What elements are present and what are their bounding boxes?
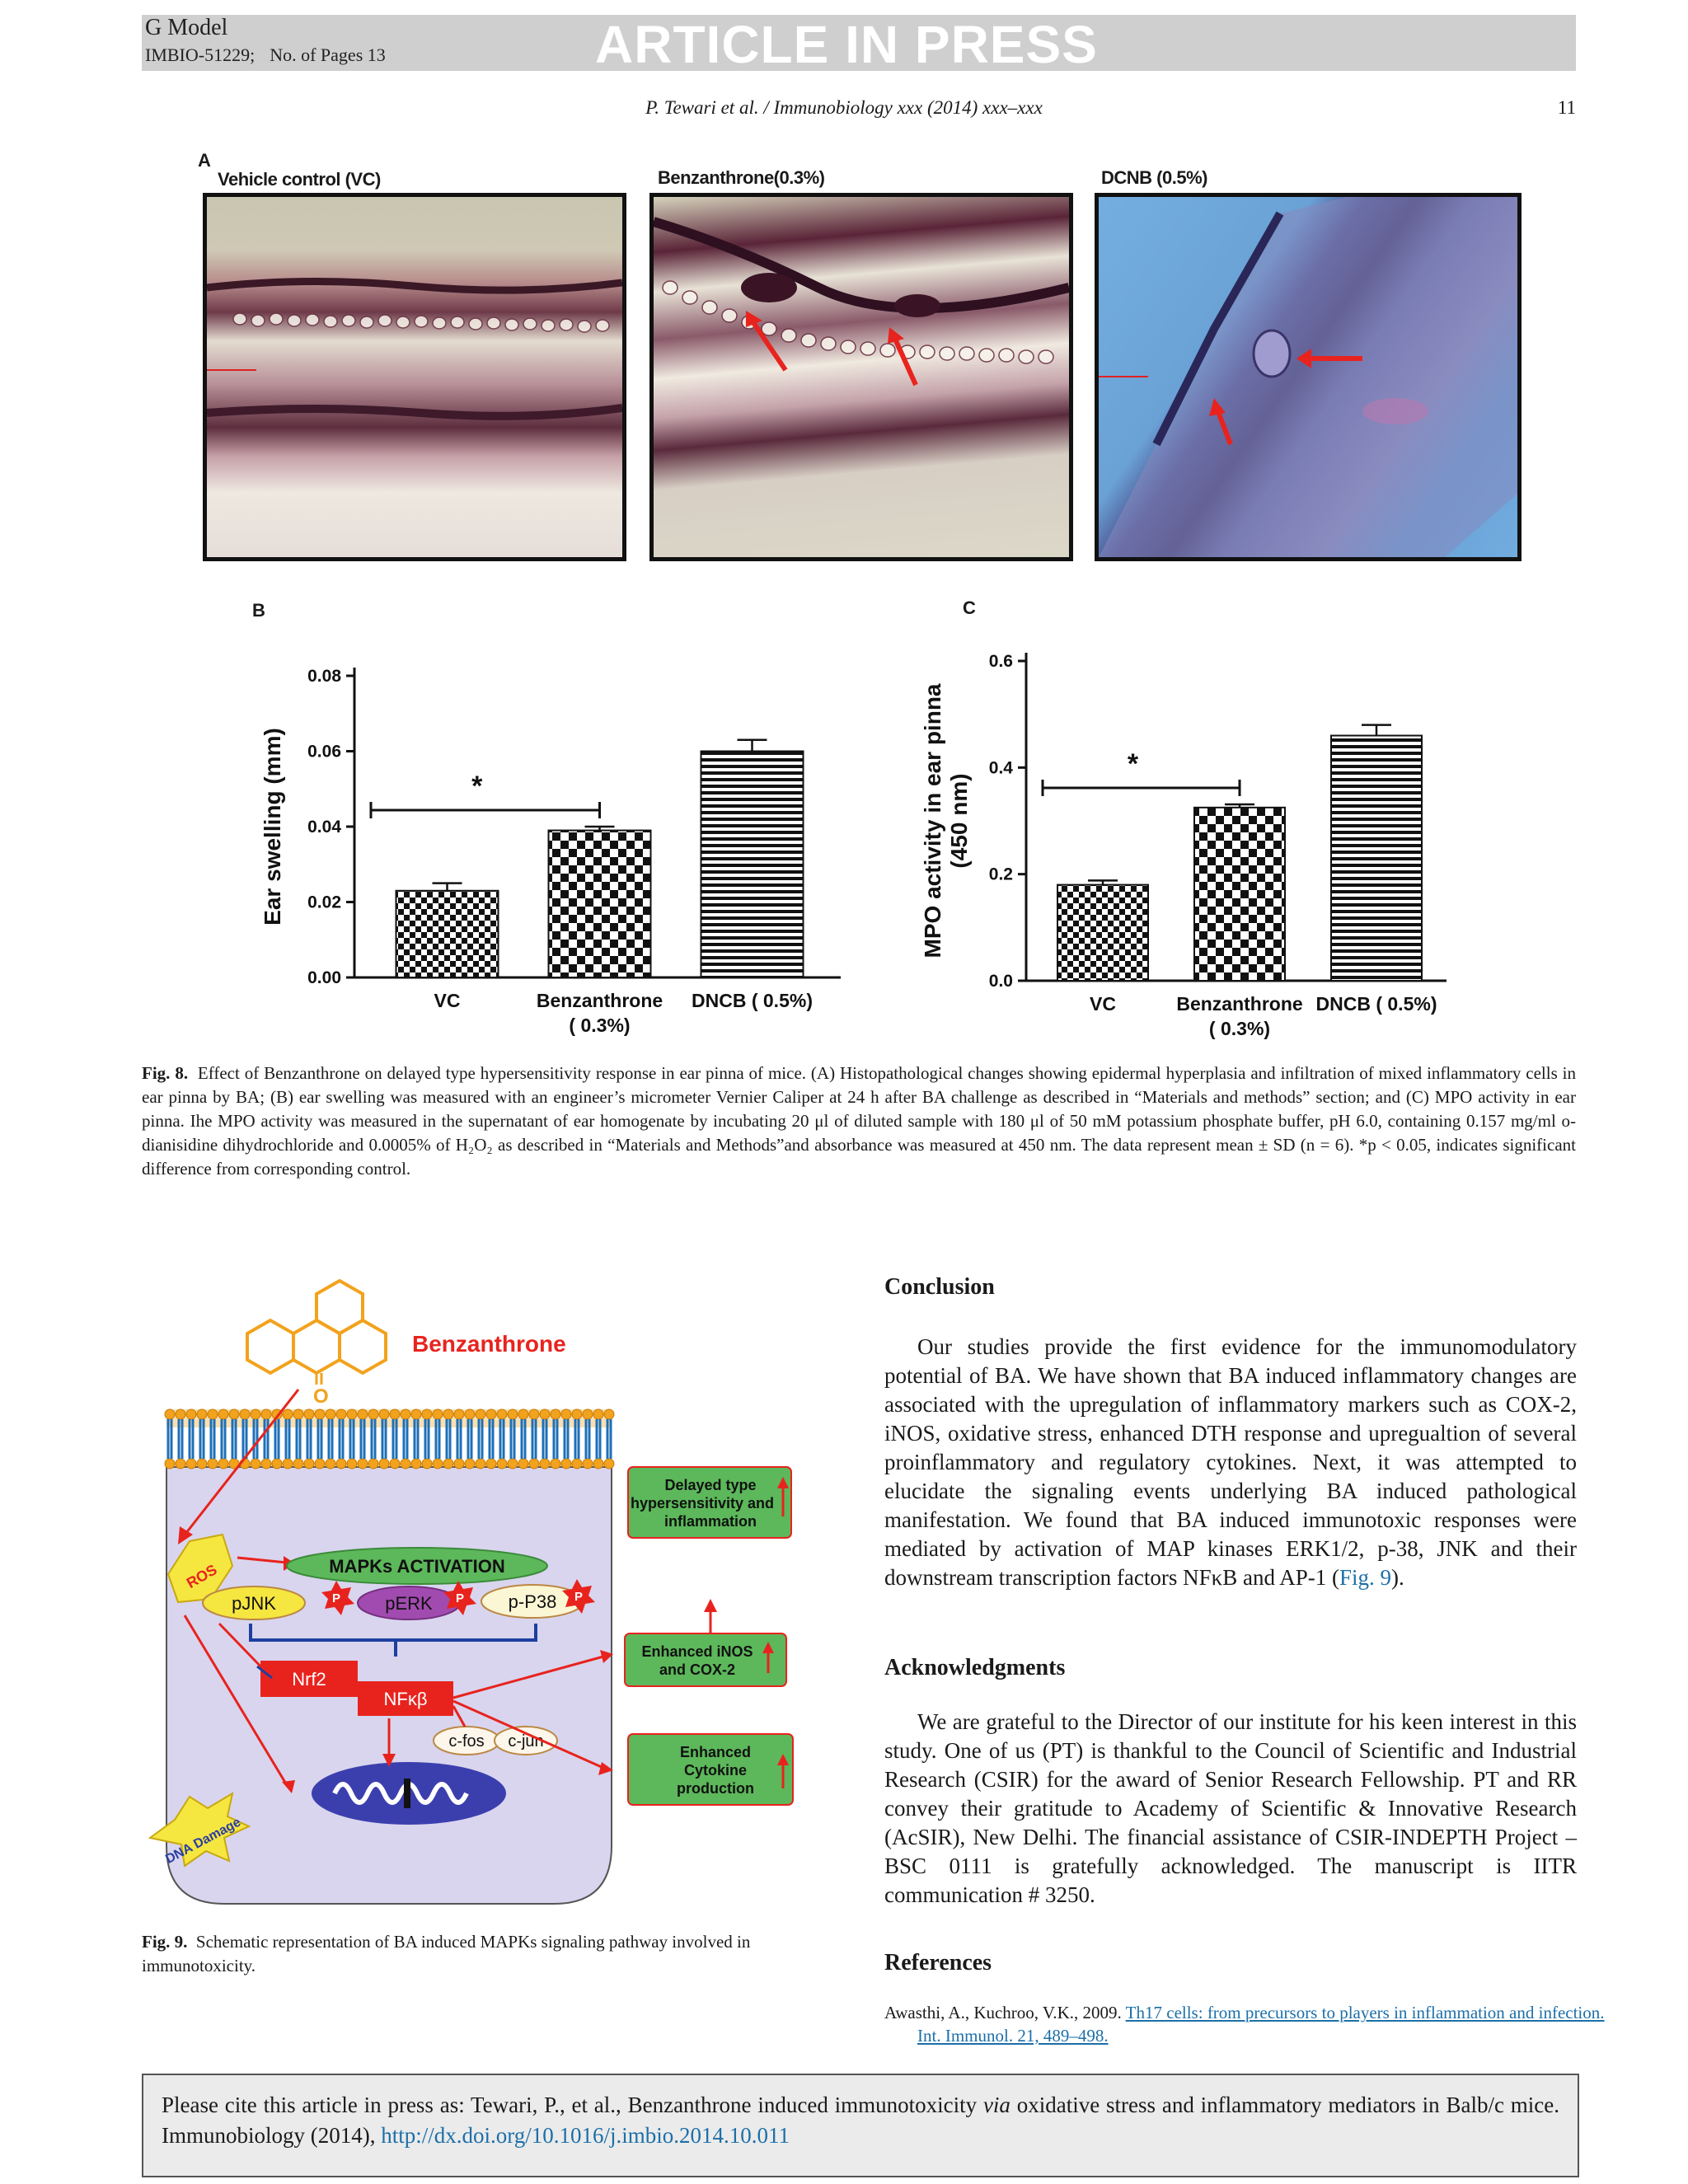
micrograph-dncb — [1095, 193, 1522, 561]
panel-b-letter: B — [252, 600, 265, 621]
bar-2 — [547, 829, 652, 978]
y-tick-label: 0.00 — [307, 968, 341, 987]
phospho-pjnk: P — [332, 1591, 340, 1605]
fig9-link[interactable]: Fig. 9 — [1339, 1565, 1392, 1590]
fig9-caption-label: Fig. 9. — [142, 1932, 188, 1952]
article-in-press-banner: ARTICLE IN PRESS — [595, 15, 1098, 74]
micrograph-benzanthrone — [649, 193, 1073, 561]
mapk-activation-label: MAPKs ACTIVATION — [329, 1556, 504, 1577]
page-count: No. of Pages 13 — [270, 45, 386, 65]
x-tick-label: VC — [434, 990, 461, 1011]
y-tick-label: 0.2 — [989, 865, 1013, 884]
doi-link[interactable]: http://dx.doi.org/10.1016/j.imbio.2014.1… — [381, 2123, 790, 2148]
x-tick-label: VC — [1090, 993, 1116, 1015]
benzanthrone-label: Benzanthrone — [412, 1331, 566, 1357]
cfos-label: c-fos — [448, 1732, 484, 1750]
micro-label-dncb: DCNB (0.5%) — [1101, 167, 1207, 188]
box1-line1: Delayed type — [664, 1477, 756, 1493]
bar-3 — [1330, 734, 1423, 982]
box3-line2: Cytokine — [684, 1762, 747, 1779]
significance-marker: * — [471, 771, 483, 802]
cite-text-via: via — [982, 2093, 1010, 2117]
y-tick-label: 0.6 — [989, 652, 1013, 671]
panel-a-letter: A — [198, 150, 211, 171]
bar-3 — [700, 750, 804, 978]
conclusion-heading: Conclusion — [884, 1274, 995, 1300]
x-tick-label: Benzanthrone — [1176, 993, 1302, 1015]
micro-label-vc: Vehicle control (VC) — [218, 169, 381, 190]
cjun-label: c-jun — [508, 1732, 543, 1750]
fig9-diagram: O Benzanthrone ROS MAPKs ACTIVATION pJNK… — [148, 1278, 794, 1905]
x-tick-sublabel: ( 0.3%) — [1209, 1018, 1270, 1039]
phospho-perk: P — [456, 1591, 464, 1605]
box2-line1: Enhanced iNOS — [641, 1643, 753, 1660]
y-tick-label: 0.02 — [307, 893, 341, 912]
y-tick-label: 0.4 — [989, 758, 1014, 777]
references-heading: References — [884, 1950, 992, 1975]
y-axis-label: Ear swelling (mm) — [260, 728, 285, 926]
perk-label: pERK — [385, 1593, 433, 1614]
acknowledgments-heading: Acknowledgments — [884, 1655, 1066, 1680]
x-tick-label: DNCB ( 0.5%) — [692, 990, 813, 1011]
running-head: P. Tewari et al. / Immunobiology xxx (20… — [645, 97, 1043, 118]
panel-c-letter: C — [963, 598, 976, 618]
cite-text-pre: Please cite this article in press as: Te… — [162, 2093, 983, 2117]
bar-2 — [1193, 806, 1286, 982]
nrf2-label: Nrf2 — [292, 1669, 326, 1690]
box1-line2: hypersensitivity and — [631, 1495, 774, 1511]
fig8-caption-label: Fig. 8. — [142, 1063, 189, 1083]
significance-marker: * — [1128, 748, 1139, 780]
benzanthrone-molecule-icon — [246, 1278, 387, 1385]
reference-authors: Awasthi, A., Kuchroo, V.K., 2009. — [884, 2003, 1126, 2022]
micrograph-vehicle-control — [203, 193, 626, 561]
oxygen-label: O — [313, 1385, 329, 1408]
conclusion-text: Our studies provide the first evidence f… — [884, 1334, 1577, 1590]
fig9-caption: Fig. 9. Schematic representation of BA i… — [142, 1930, 842, 1978]
fig9-caption-text: Schematic representation of BA induced M… — [142, 1932, 751, 1975]
acknowledgments-text: We are grateful to the Director of our i… — [884, 1709, 1577, 1907]
reference-item: Awasthi, A., Kuchroo, V.K., 2009. Th17 c… — [884, 2001, 1610, 2047]
x-tick-label: Benzanthrone — [537, 990, 663, 1011]
nfkb-label: NFκβ — [384, 1689, 428, 1709]
x-tick-sublabel: ( 0.3%) — [569, 1015, 630, 1036]
conclusion-paragraph: Our studies provide the first evidence f… — [884, 1333, 1577, 1592]
conclusion-tail: ). — [1391, 1565, 1404, 1590]
y-tick-label: 0.04 — [307, 818, 341, 837]
cite-text-post: oxidative stress and inflammatory mediat… — [162, 2093, 1559, 2148]
y-tick-label: 0.0 — [989, 972, 1013, 991]
citation-box: Please cite this article in press as: Te… — [142, 2074, 1579, 2177]
article-id: IMBIO-51229; — [145, 45, 256, 65]
y-axis-unit: (450 nm) — [946, 773, 972, 868]
page-number: 11 — [1557, 97, 1576, 118]
y-axis-label: MPO activity in ear pinna — [920, 683, 945, 958]
article-identifier: IMBIO-51229; No. of Pages 13 — [145, 45, 401, 66]
reference-title-link[interactable]: Th17 cells: from precursors to players i… — [917, 2003, 1605, 2046]
fig8-caption-text: Effect of Benzanthrone on delayed type h… — [142, 1063, 1577, 1179]
pjnk-label: pJNK — [232, 1593, 276, 1614]
box3-line3: production — [677, 1780, 754, 1797]
g-model-label: G Model — [145, 15, 228, 40]
x-tick-label: DNCB ( 0.5%) — [1316, 993, 1437, 1015]
bar-1 — [1057, 883, 1149, 982]
y-tick-label: 0.08 — [307, 667, 341, 686]
phospho-pp38: P — [574, 1590, 583, 1604]
pp38-label: p-P38 — [509, 1591, 557, 1612]
fig8-caption: Fig. 8. Effect of Benzanthrone on delaye… — [142, 1062, 1576, 1181]
chart-mpo-activity: 0.0 0.2 0.4 0.6VC Benzanthrone ( 0.3%) DNCB ( … — [920, 652, 1447, 1039]
micro-label-ba: Benzanthrone(0.3%) — [658, 167, 825, 188]
box3-line1: Enhanced — [680, 1744, 751, 1760]
bar-1 — [395, 889, 499, 978]
box1-line3: inflammation — [664, 1513, 757, 1530]
cell-membrane — [164, 1408, 615, 1469]
y-tick-label: 0.06 — [307, 743, 341, 762]
box2-line2: and COX-2 — [659, 1661, 735, 1678]
header-banner — [142, 15, 1576, 71]
